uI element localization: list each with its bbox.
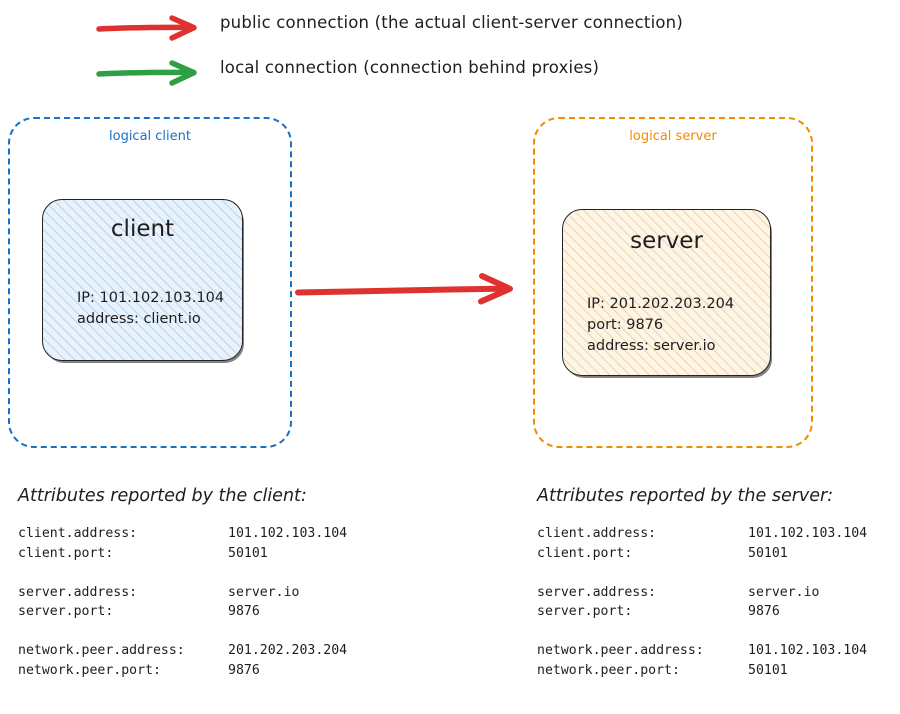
client-attributes-heading: Attributes reported by the client: [18, 486, 307, 506]
attribute-value: 9876 [228, 662, 260, 678]
server-attributes-panel: Attributes reported by the server: clien… [460, 0, 900, 714]
client-node-details: IP: 101.102.103.104 address: client.io [77, 288, 224, 330]
hatch-pattern [43, 200, 242, 360]
attribute-key: client.port: [537, 545, 633, 561]
logical-client-group [8, 117, 292, 448]
attribute-value: 201.202.203.204 [228, 643, 348, 658]
logical-client-label: logical client [109, 129, 191, 144]
server-attributes-heading: Attributes reported by the server: [537, 486, 834, 506]
attribute-key: network.peer.port: [18, 662, 161, 678]
client-node-line-ip: IP: 101.102.103.104 [77, 290, 225, 306]
attribute-key: client.address: [537, 526, 657, 541]
server-node-line-ip: IP: 201.202.203.204 [587, 296, 735, 312]
legend-label-public: public connection (the actual client-ser… [220, 13, 683, 32]
attribute-key: network.peer.address: [18, 643, 185, 658]
attribute-value: 50101 [748, 545, 788, 561]
attribute-key: network.peer.address: [537, 643, 704, 658]
attribute-key: network.peer.port: [537, 662, 680, 678]
client-attributes-panel: Attributes reported by the client: clien… [0, 0, 440, 714]
attribute-value: 9876 [228, 604, 260, 619]
attribute-value: 101.102.103.104 [228, 526, 348, 541]
attribute-value: server.io [228, 584, 300, 600]
logical-server-group [533, 117, 813, 448]
hatch-pattern [563, 210, 770, 375]
client-node[interactable]: client IP: 101.102.103.104 address: clie… [42, 199, 243, 361]
server-node-title: server [630, 228, 703, 254]
client-node-line-address: address: client.io [77, 311, 201, 327]
server-node-details: IP: 201.202.203.204 port: 9876 address: … [587, 294, 734, 357]
attribute-key: server.address: [537, 584, 657, 600]
server-node-line-address: address: server.io [587, 338, 716, 354]
logical-server-label: logical server [629, 129, 717, 144]
arrow-right-icon [96, 15, 197, 41]
attribute-value: 101.102.103.104 [748, 643, 868, 658]
attribute-key: server.port: [537, 604, 633, 619]
legend: public connection (the actual client-ser… [0, 0, 900, 100]
attribute-key: client.address: [18, 526, 138, 541]
attribute-key: server.port: [18, 604, 114, 619]
attribute-value: server.io [748, 584, 820, 600]
legend-label-local: local connection (connection behind prox… [220, 58, 600, 77]
attribute-value: 50101 [228, 545, 268, 561]
client-node-title: client [110, 216, 175, 242]
server-node[interactable]: server IP: 201.202.203.204 port: 9876 ad… [562, 209, 771, 376]
public-connection-arrow [295, 273, 513, 305]
attribute-key: client.port: [18, 545, 114, 561]
attribute-value: 9876 [748, 604, 780, 619]
attribute-value: 50101 [748, 662, 788, 678]
server-node-line-port: port: 9876 [587, 317, 664, 333]
attribute-key: server.address: [18, 584, 138, 600]
attribute-value: 101.102.103.104 [748, 526, 868, 541]
arrow-right-icon [96, 60, 197, 86]
